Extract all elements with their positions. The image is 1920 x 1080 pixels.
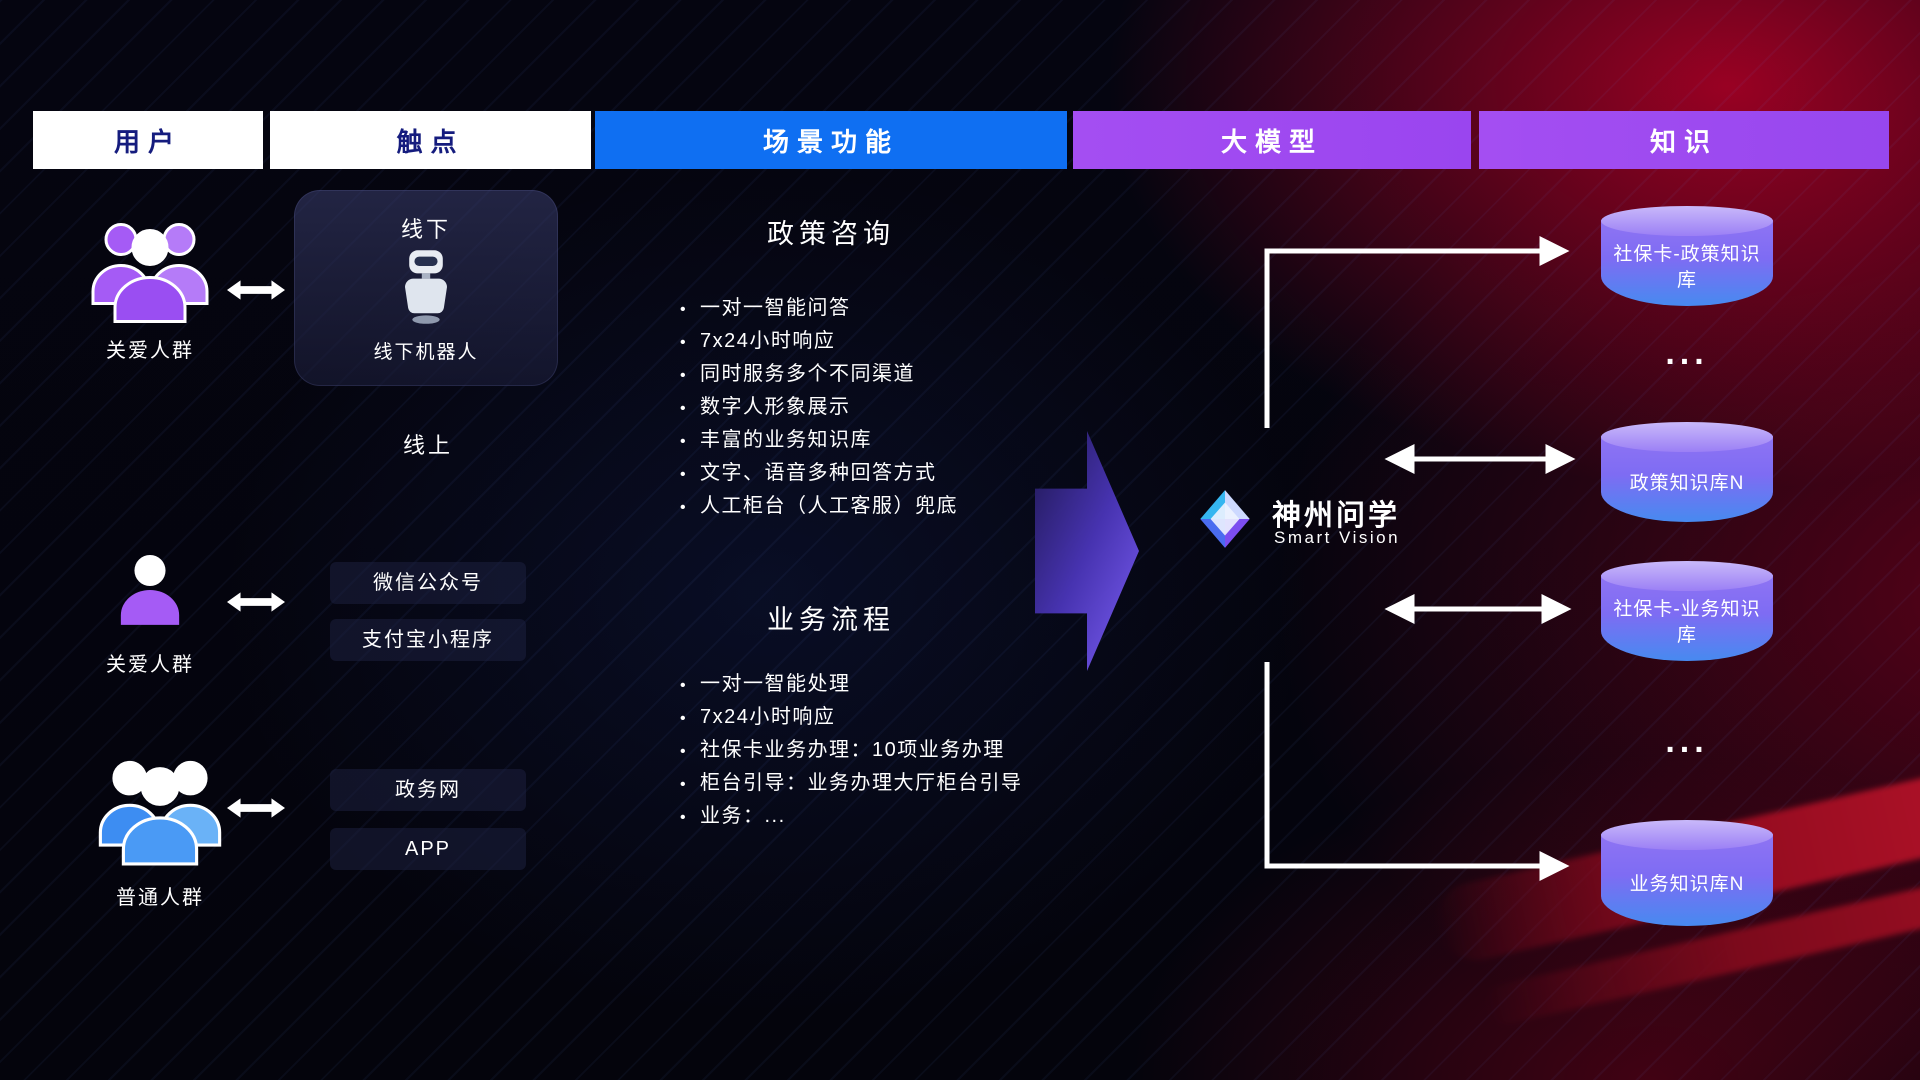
list-item: 丰富的业务知识库 [678,424,1128,458]
database-label: 政策知识库N [1629,473,1745,495]
list-item: 业务：... [678,800,1128,834]
double-arrow-icon [227,592,285,612]
channel-alipay: 支付宝小程序 [330,619,526,661]
offline-title: 线下 [400,217,451,242]
list-item: 一对一智能问答 [678,292,1128,326]
scene-policy-list: 一对一智能问答 7x24小时响应 同时服务多个不同渠道 数字人形象展示 丰富的业… [678,292,1128,524]
scene-title-policy: 政策咨询 [767,219,895,249]
list-item: 柜台引导：业务办理大厅柜台引导 [678,767,1128,801]
database-cylinder: 社保卡-业务知识库 [1601,561,1773,661]
database-label: 社保卡-政策知识库 [1613,244,1761,291]
list-item: 7x24小时响应 [678,701,1128,735]
robot-icon [405,250,447,324]
ellipsis: ... [1665,334,1709,372]
model-subtitle: Smart Vision [1274,528,1401,547]
database-cylinder: 政策知识库N [1601,422,1773,522]
online-title: 线上 [402,433,453,458]
user-group-label: 关爱人群 [106,340,194,362]
list-item: 文字、语音多种回答方式 [678,457,1128,491]
ellipsis: ... [1665,722,1709,760]
person-purple-icon [120,554,180,625]
database-cylinder: 业务知识库N [1601,820,1773,926]
channel-govweb: 政务网 [330,769,526,811]
list-item: 社保卡业务办理：10项业务办理 [678,734,1128,768]
column-header-model: 大模型 [1073,111,1471,169]
model-name: 神州问学 [1272,500,1401,532]
database-cylinder: 社保卡-政策知识库 [1601,206,1773,306]
list-item: 7x24小时响应 [678,325,1128,359]
column-header-users: 用户 [33,111,263,169]
database-label: 社保卡-业务知识库 [1613,599,1761,646]
list-item: 一对一智能处理 [678,668,1128,702]
double-arrow-icon [227,798,285,818]
people-group-purple-icon [91,223,209,323]
offline-robot-label: 线下机器人 [373,342,479,363]
column-header-scenes: 场景功能 [595,111,1067,169]
people-group-blue-icon [98,760,222,866]
column-header-touchpoints: 触点 [270,111,591,169]
scene-business-list: 一对一智能处理 7x24小时响应 社保卡业务办理：10项业务办理 柜台引导：业务… [678,668,1128,834]
list-item: 人工柜台（人工客服）兜底 [678,490,1128,524]
scene-title-business: 业务流程 [767,605,895,635]
channel-app: APP [330,828,526,870]
user-group-label: 普通人群 [116,887,204,909]
database-label: 业务知识库N [1629,874,1745,896]
list-item: 同时服务多个不同渠道 [678,358,1128,392]
column-header-knowledge: 知识 [1479,111,1889,169]
list-item: 数字人形象展示 [678,391,1128,425]
offline-touchpoint-card: 线下 线下机器人 [294,190,558,386]
smart-vision-logo-icon [1200,490,1250,548]
double-arrow-icon [227,280,285,300]
user-group-label: 关爱人群 [106,654,194,676]
channel-wechat: 微信公众号 [330,562,526,604]
